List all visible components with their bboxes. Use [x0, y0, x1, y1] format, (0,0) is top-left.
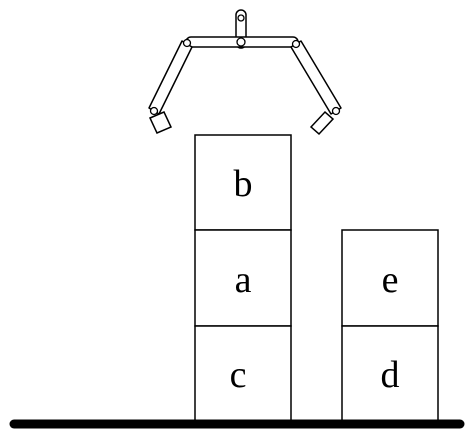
block-b: b	[194, 134, 292, 231]
block-a: a	[194, 229, 292, 327]
gripper-left-shoulder-pivot	[182, 38, 192, 48]
gripper-center-pivot	[236, 37, 246, 47]
gripper-left-finger	[148, 111, 173, 134]
gripper-right-arm	[290, 40, 342, 115]
block-c-label: c	[230, 354, 247, 396]
gripper-left-arm	[148, 40, 193, 115]
block-e-label: e	[382, 259, 399, 301]
gripper-right-wrist-pivot	[331, 106, 341, 116]
gripper-top-pivot	[237, 14, 245, 22]
block-d-label: d	[381, 354, 400, 396]
block-e: e	[341, 229, 439, 327]
gripper-left-wrist-pivot	[149, 106, 159, 116]
block-a-label: a	[235, 259, 252, 301]
block-c: c	[194, 325, 292, 422]
block-d: d	[341, 325, 439, 422]
robot-gripper	[148, 9, 342, 136]
gripper-right-shoulder-pivot	[291, 39, 301, 49]
gripper-right-finger	[309, 110, 335, 136]
block-b-label: b	[234, 163, 253, 205]
